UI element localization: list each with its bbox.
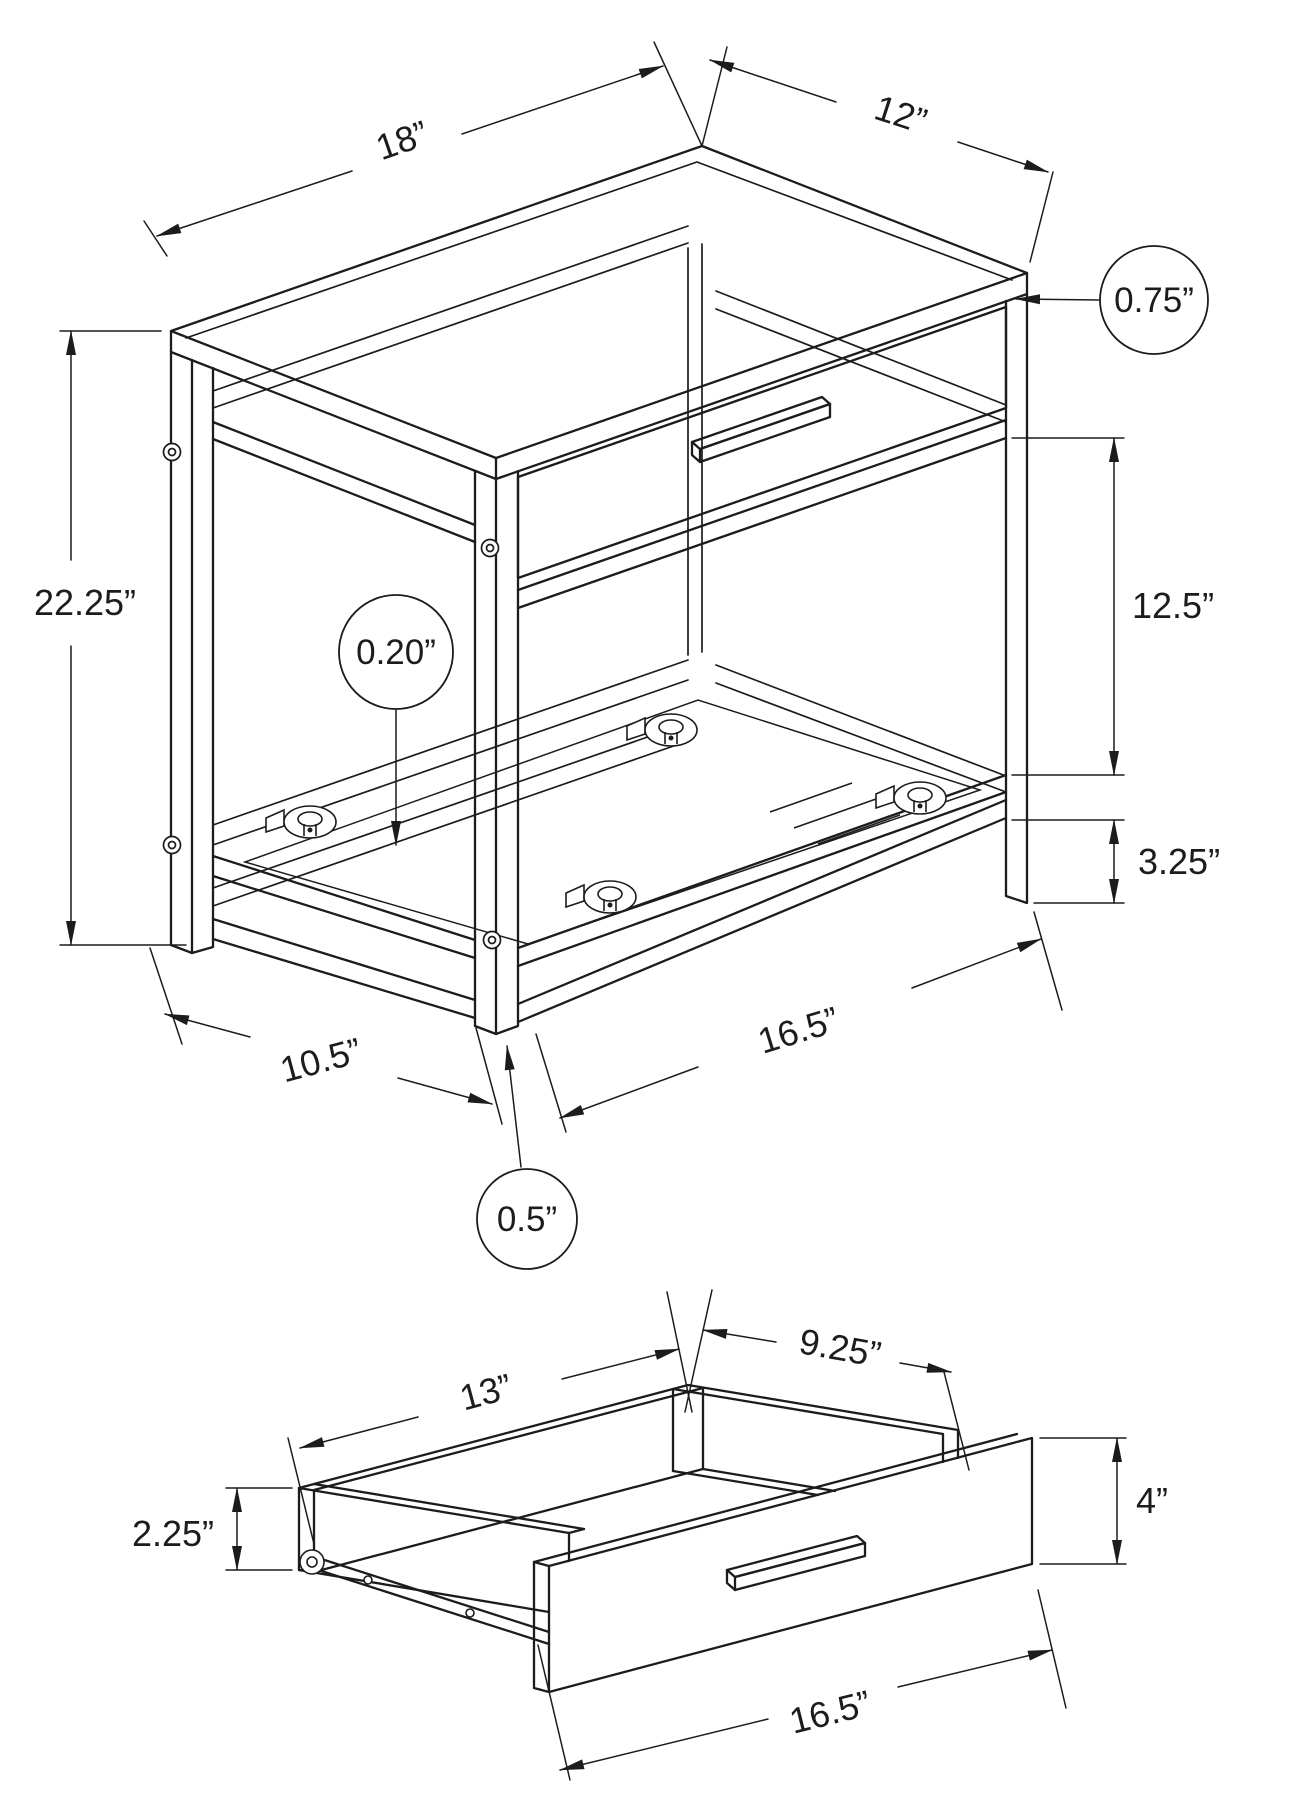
drawer-slide-rail [299,1549,551,1646]
dim-table-width: 18” [143,41,703,257]
dim-label-325: 3.25” [1138,841,1220,882]
dim-label-18: 18” [371,112,434,168]
callout-label-05: 0.5” [497,1200,557,1239]
suction-pad [626,713,698,747]
suction-pad [565,880,637,914]
drawer-box [297,1383,960,1614]
table-isometric-view: 18” 12” 0.75” 22.25” 0.20” [34,41,1220,1270]
drawer-isometric-view: 13” 9.25” 2.25” 4” 16.5” [132,1289,1168,1781]
dim-base-width: 16.5” [535,911,1063,1133]
dim-drawer-front-height: 4” [1039,1437,1168,1565]
glass-shelf [242,699,983,945]
dim-table-height: 22.25” [34,330,187,946]
callout-glass-thickness: 0.20” [338,594,454,846]
glass-hatch-lines [769,782,901,845]
under-drawer-rail [516,290,1008,610]
dim-drawer-length: 13” [287,1291,693,1545]
dim-drawer-side-height: 2.25” [132,1487,293,1571]
dim-drawer-front-width: 16.5” [537,1589,1067,1781]
dim-label-13: 13” [455,1365,516,1418]
dim-label-225: 2.25” [132,1513,214,1554]
dim-drawer-to-shelf: 12.5” [1011,437,1214,776]
dim-shelf-clearance: 3.25” [1011,819,1220,904]
dim-base-depth: 10.5” [149,947,503,1125]
dim-label-165-table: 16.5” [753,998,843,1061]
callout-label-020: 0.20” [356,633,436,672]
drawer-front [516,305,1008,580]
left-leg [169,350,215,955]
callout-foot-height: 0.5” [476,1045,578,1270]
dim-label-165-drawer: 16.5” [785,1682,875,1742]
dim-label-105: 10.5” [276,1030,366,1091]
dim-label-12: 12” [870,87,932,142]
table-top [169,144,1029,481]
right-leg [1004,292,1029,905]
callout-label-075: 0.75” [1114,281,1194,320]
dim-label-4: 4” [1136,1480,1168,1521]
leg-screws [162,442,502,950]
side-apron [211,225,689,544]
callout-top-thickness: 0.75” [1015,245,1209,355]
drawer-front-panel [532,1432,1034,1694]
dim-label-925: 9.25” [796,1320,884,1375]
suction-pad [265,805,337,839]
bottom-stretchers [211,722,1008,1024]
drawer-handle [690,395,832,464]
dim-label-125: 12.5” [1132,585,1214,626]
drawer-front-handle [725,1534,867,1592]
suction-pad [875,781,947,815]
dim-label-2225: 22.25” [34,582,136,623]
dim-drawer-depth: 9.25” [684,1289,970,1471]
